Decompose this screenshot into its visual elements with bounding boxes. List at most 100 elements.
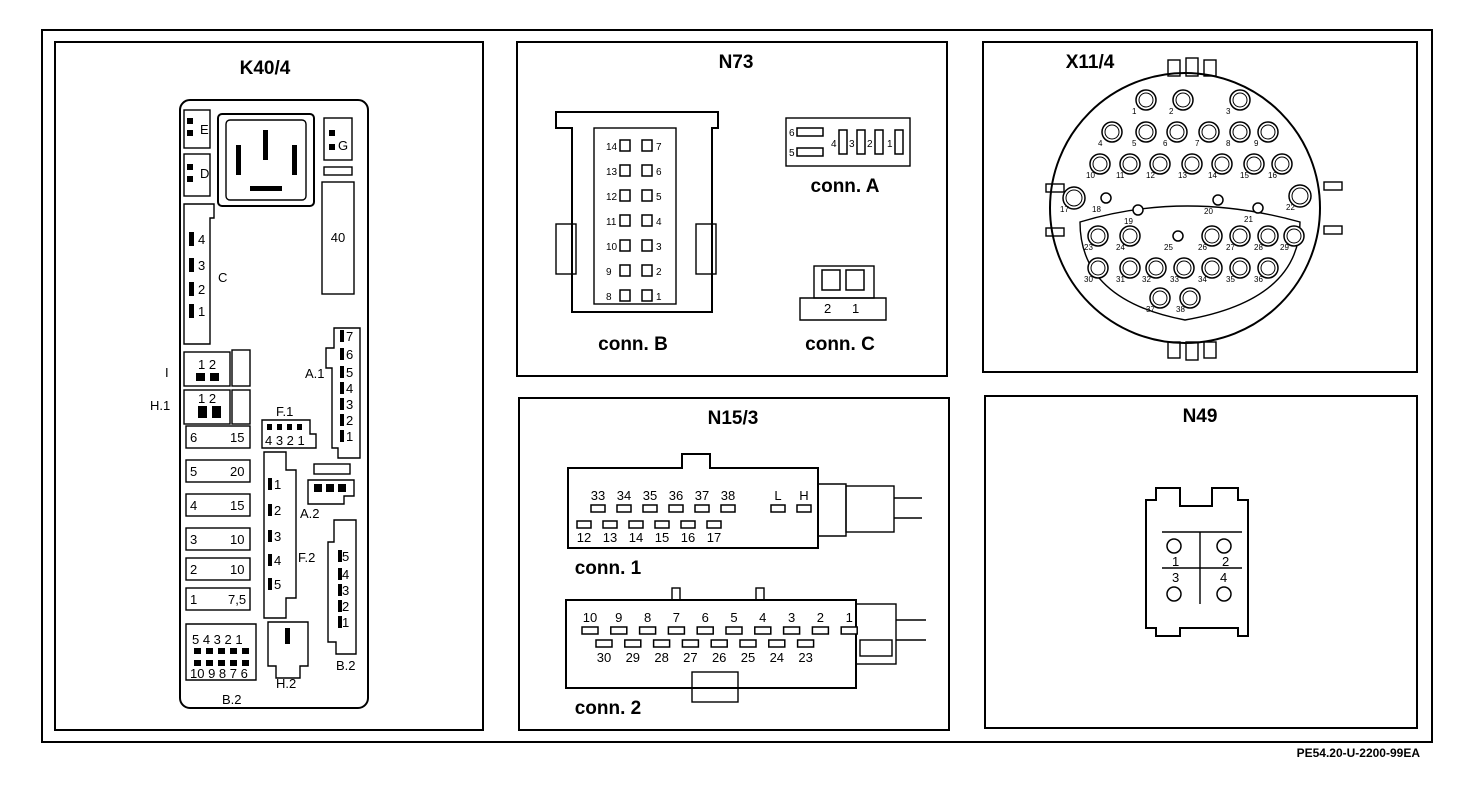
conn2-top-label: 9 xyxy=(615,610,622,625)
x11-pin-ring xyxy=(1138,92,1154,108)
svg-text:15: 15 xyxy=(230,430,244,445)
x11-pin-ring xyxy=(1065,189,1083,207)
conn2-bottom-label: 29 xyxy=(626,650,640,665)
conn-b-pin xyxy=(641,189,653,202)
label-e: E xyxy=(200,122,209,137)
x11-pin-label: 27 xyxy=(1226,243,1235,252)
conn2-top-pin xyxy=(840,626,858,635)
svg-text:2: 2 xyxy=(198,282,205,297)
svg-text:2: 2 xyxy=(346,413,353,428)
x11-pin-ring xyxy=(1232,124,1248,140)
x11-pin-ring xyxy=(1232,92,1248,108)
x11-pin-label: 28 xyxy=(1254,243,1263,252)
svg-text:1: 1 xyxy=(190,592,197,607)
conn1-bottom-label: 16 xyxy=(681,530,695,545)
conn1-bottom-label: 15 xyxy=(655,530,669,545)
x11-pin-ring xyxy=(1232,228,1248,244)
svg-text:1: 1 xyxy=(887,139,893,150)
svg-text:15: 15 xyxy=(230,498,244,513)
conn1-bottom-pin xyxy=(602,520,618,529)
conn-b-pin-label: 5 xyxy=(656,192,662,203)
conn2-top-pin xyxy=(782,626,801,635)
conn1-top-pin xyxy=(668,504,684,513)
x11-pin-ring xyxy=(1122,260,1138,276)
x11-pin-label: 6 xyxy=(1163,139,1168,148)
c-pins: 4 3 2 1 xyxy=(189,232,205,319)
conn2-top-label: 3 xyxy=(788,610,795,625)
x11-pin-ring xyxy=(1122,228,1138,244)
svg-text:4: 4 xyxy=(831,139,837,150)
x11-pin-ring xyxy=(1090,260,1106,276)
x11-pin-label: 36 xyxy=(1254,275,1263,284)
conn1-top-pin xyxy=(642,504,658,513)
x11-pin-label: 1 xyxy=(1132,107,1137,116)
conn1-top-pin xyxy=(616,504,632,513)
x11-pin-ring xyxy=(1246,156,1262,172)
conn-c-label: conn. C xyxy=(805,334,875,355)
svg-text:2: 2 xyxy=(1222,554,1229,569)
conn1-top-pin xyxy=(720,504,736,513)
conn1-top-label: 34 xyxy=(617,488,631,503)
x11-pin-ring xyxy=(1092,156,1108,172)
x11-pin-label: 21 xyxy=(1244,215,1253,224)
conn2-bottom-pin xyxy=(681,639,700,648)
label-c: C xyxy=(218,270,227,285)
x11-pin-ring xyxy=(1184,156,1200,172)
x11-pin-ring xyxy=(1152,156,1168,172)
x11-pin-label: 30 xyxy=(1084,275,1093,284)
conn2-top-pin xyxy=(725,626,743,635)
conn-b-pin-label: 3 xyxy=(656,242,662,253)
x11-pin-label: 8 xyxy=(1226,139,1231,148)
conn2-top-label: 4 xyxy=(759,610,766,625)
footer-code: PE54.20-U-2200-99EA xyxy=(1297,746,1421,760)
x11-pin-label: 7 xyxy=(1195,139,1200,148)
conn2-top-pin xyxy=(696,626,714,635)
svg-text:4: 4 xyxy=(346,381,353,396)
svg-text:1: 1 xyxy=(852,301,859,316)
x11-pin-label: 19 xyxy=(1124,217,1133,226)
x11-pin-label: 32 xyxy=(1142,275,1151,284)
svg-text:4: 4 xyxy=(342,567,349,582)
conn-b-pin xyxy=(619,164,631,177)
x11-pin-label: 25 xyxy=(1164,243,1173,252)
conn2-bottom-pin xyxy=(595,639,613,648)
x11-pin-ring xyxy=(1232,260,1248,276)
conn1-bottom-pin xyxy=(576,520,592,529)
conn-b-pin xyxy=(641,164,653,177)
svg-text:6: 6 xyxy=(789,128,795,139)
conn-b-label: conn. B xyxy=(598,334,668,355)
conn2-bottom-label: 23 xyxy=(798,650,812,665)
svg-text:4 3 2 1: 4 3 2 1 xyxy=(265,433,305,448)
conn1-bottom-pin xyxy=(706,520,722,529)
conn2-bottom-label: 30 xyxy=(597,650,611,665)
svg-text:6: 6 xyxy=(346,347,353,362)
x11-pin-label: 15 xyxy=(1240,171,1249,180)
svg-text:3: 3 xyxy=(346,397,353,412)
x11-pin-label: 38 xyxy=(1176,305,1185,314)
conn1-top-label: 37 xyxy=(695,488,709,503)
conn2-bottom-pin xyxy=(624,639,642,648)
x11-pin-ring xyxy=(1090,228,1106,244)
conn-b-pin xyxy=(619,189,631,202)
conn1-top-label: 38 xyxy=(721,488,735,503)
svg-text:4: 4 xyxy=(198,232,205,247)
x11-pin-label: 4 xyxy=(1098,139,1103,148)
x11-pin xyxy=(1132,204,1144,216)
conn1-bottom-label: 13 xyxy=(603,530,617,545)
conn-b-pin xyxy=(641,264,653,277)
x11-pin-label: 12 xyxy=(1146,171,1155,180)
conn2-bottom-label: 28 xyxy=(654,650,668,665)
panel-k40-4: K40/4 E D G 40 4 3 2 1 C xyxy=(54,41,484,731)
svg-text:5: 5 xyxy=(346,365,353,380)
svg-text:4: 4 xyxy=(190,498,197,513)
panel-title-n15-3: N15/3 xyxy=(708,408,759,429)
conn-b-pin-label: 2 xyxy=(656,267,662,278)
x11-pin-label: 35 xyxy=(1226,275,1235,284)
conn2-top-label: 7 xyxy=(673,610,680,625)
conn2-bottom-label: 25 xyxy=(741,650,755,665)
